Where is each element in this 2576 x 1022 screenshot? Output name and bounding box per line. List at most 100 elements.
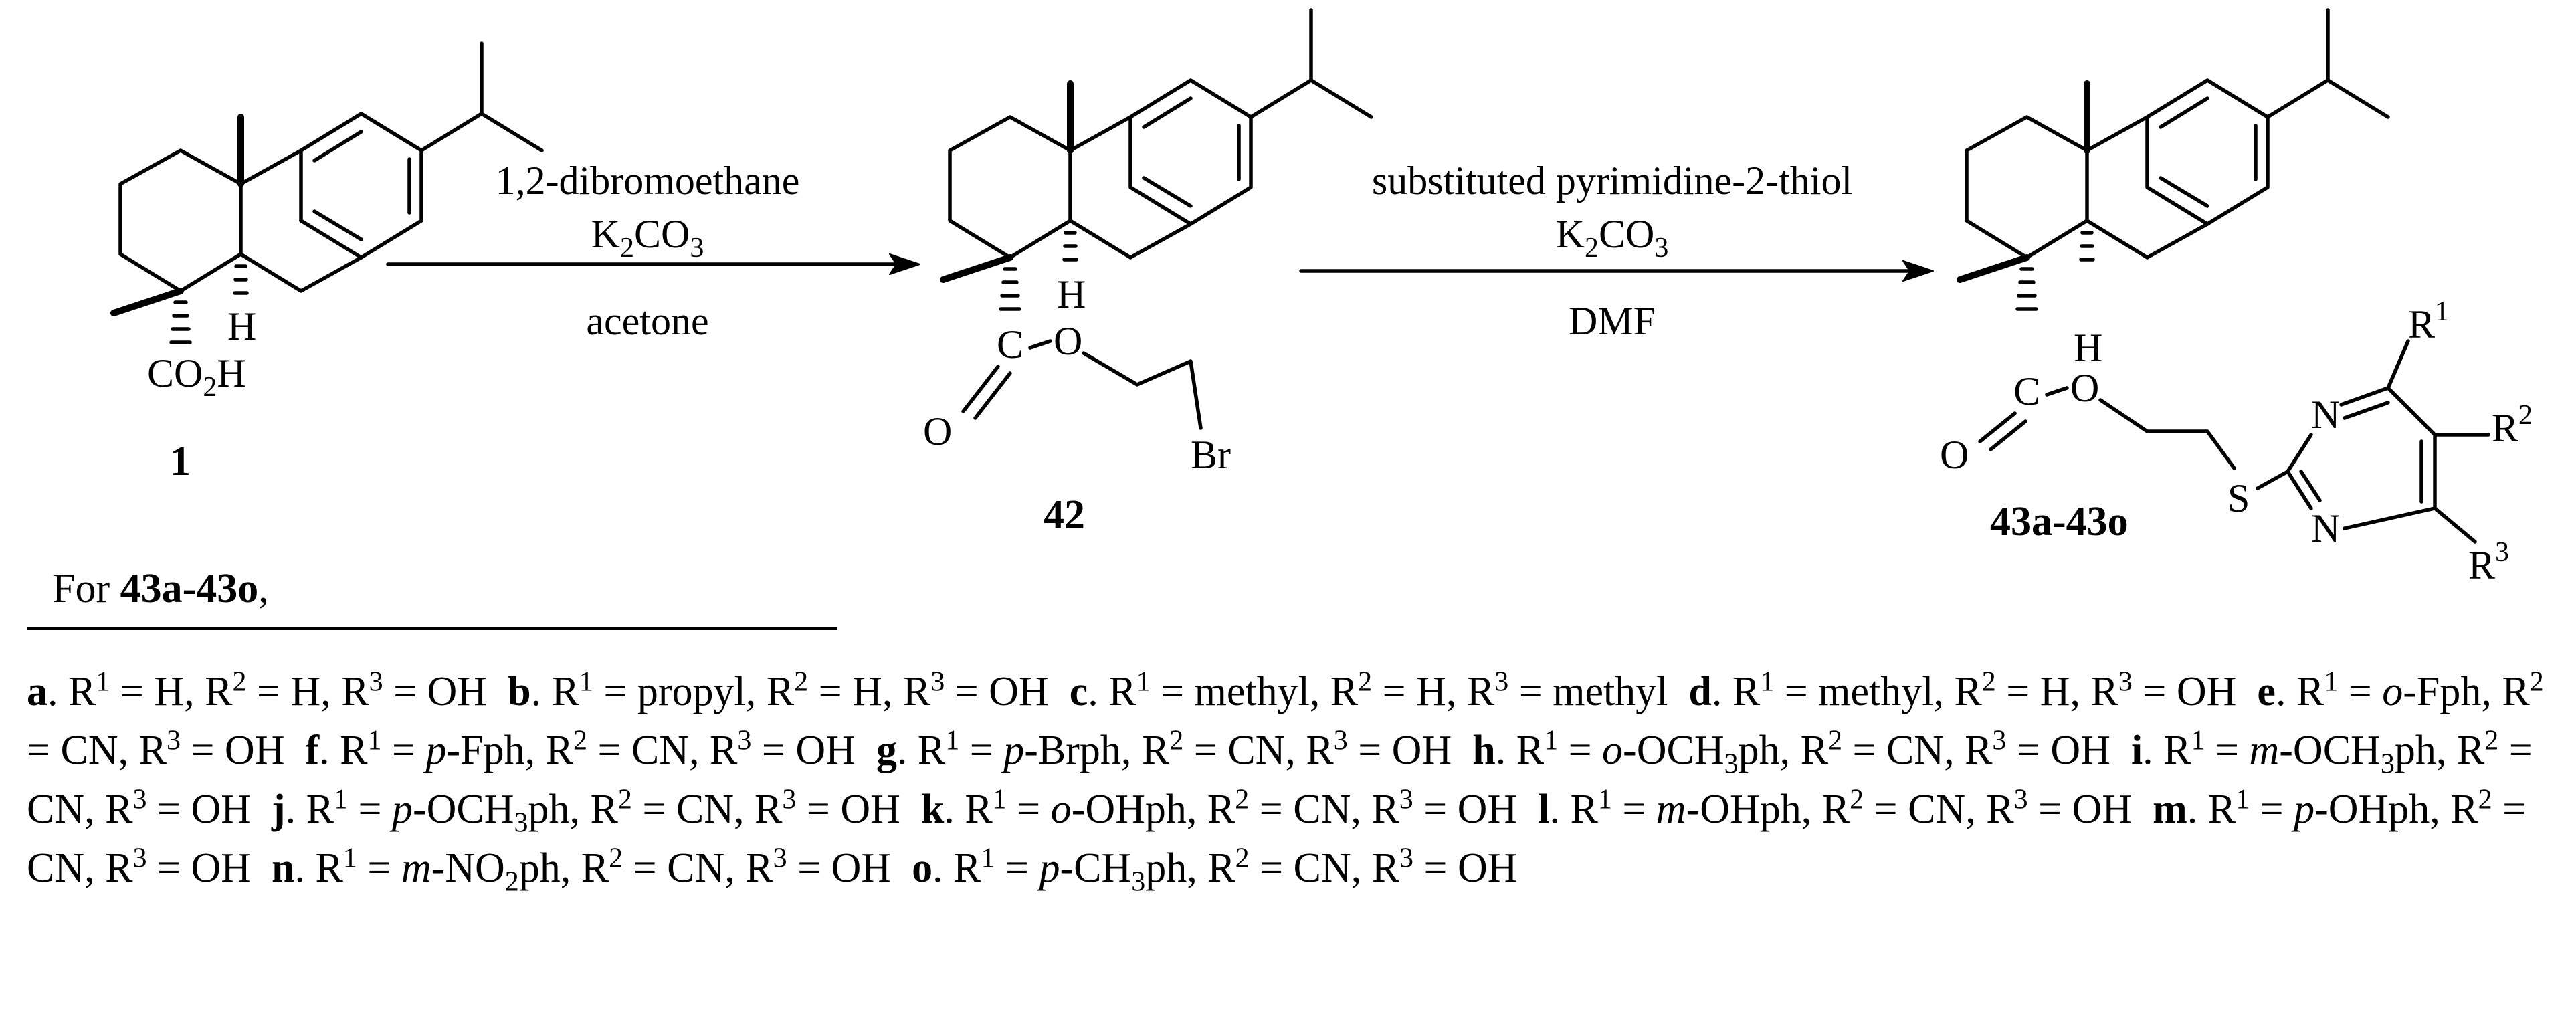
c43-pyr-c6-c5 [2386,386,2437,437]
legend-letter: l [1538,787,1550,832]
c42-co-double-1 [961,365,1000,413]
step1-base: K2CO3 [591,212,704,264]
step1-reagent: 1,2-dibromoethane [496,159,800,203]
c42-c-o-bond [1028,339,1052,350]
legend-letter: k [920,787,945,832]
c1-aromatic-ring [299,112,423,260]
legend-letter: e [2257,669,2276,714]
c42-ethyl-chain [1082,351,1203,430]
c43-aromatic-ring [2145,78,2270,226]
c42-co-double-2 [973,371,1012,420]
c1-co2h-label: CO2H [147,351,246,403]
c43-n1-label: N [2311,393,2340,437]
c42-c-label: C [997,322,1023,367]
c43-aromatic-double-1 [2159,96,2209,129]
legend-letter: b [508,669,531,714]
legend-letter: c [1069,669,1088,714]
legend-letter: f [305,728,320,773]
c43-pyr-c2-n3 [2286,470,2313,510]
c42-aromatic-double-3 [1142,176,1193,208]
legend-entry-l: l. R1 = m-OHph, R2 = CN, R3 = OH [1538,784,2133,832]
legend-letter: g [876,728,897,773]
c43-left-ring [1965,115,2089,260]
legend-entry-d: d. R1 = methyl, R2 = H, R3 = OH [1688,666,2237,714]
c1-hashed-h [233,264,249,295]
c43-r1-label: R1 [2408,296,2449,346]
legend-entry-e: e. R1 = o-Fph, R2 = CN, R3 = OH [27,666,2544,773]
legend-entry-j: j. R1 = p-OCH3ph, R2 = CN, R3 = OH [272,784,900,839]
c42-h-label: H [1057,272,1086,316]
reaction-scheme: H CO2H 1 1,2-dibromoethane K2CO3 acetone [110,8,2533,587]
legend-entry-m: m. R1 = p-OHph, R2 = CN, R3 = OH [27,784,2527,891]
c43-pyr-n1-c6-double [2343,401,2390,420]
c43-c-label: C [2013,369,2040,413]
c42-aromatic-ring [1128,78,1253,226]
c43-gem-methyl [1957,254,2030,283]
legend-entry-f: f. R1 = p-Fph, R2 = CN, R3 = OH [305,725,856,773]
compound-label-1: 1 [170,439,191,484]
legend-letter: d [1688,669,1712,714]
legend-letter: j [272,787,286,832]
legend-entry-g: g. R1 = p-Brph, R2 = CN, R3 = OH [876,725,1452,773]
c43-isopropyl-right [2326,78,2390,119]
legend-letter: o [912,845,933,891]
legend-entry-o: o. R1 = p-CH3ph, R2 = CN, R3 = OH [912,843,1518,898]
c43-hashed-h [2079,231,2095,262]
reaction-arrow-1 [386,253,920,275]
c1-aromatic-double-3 [312,209,363,241]
c43-pyr-c2-n1 [2286,433,2313,474]
substituent-legend: a. R1 = H, R2 = H, R3 = OH b. R1 = propy… [27,662,2555,898]
legend-entry-c: c. R1 = methyl, R2 = H, R3 = methyl [1069,666,1668,714]
c43-pyr-n1-c6 [2339,386,2390,407]
c1-gem-methyl [110,288,184,316]
c43-pyr-c4-n3 [2343,506,2437,530]
c42-o-label: O [1054,319,1082,363]
c43-s-label: S [2227,476,2250,520]
step2-solvent: DMF [1569,299,1656,343]
c1-h-label: H [227,304,256,348]
structure-compound-42: H C O O Br 42 [923,8,1373,538]
c43-r2-label: R2 [2492,400,2533,450]
legend-letter: h [1472,728,1496,773]
c43-s-pyrimidine-bond [2256,470,2290,490]
c43-isopropyl-bond [2266,78,2330,119]
legend-letter: n [272,845,295,891]
structure-compound-1: H CO2H 1 [110,41,544,484]
c43-carbonyl-o: O [1940,433,1969,477]
compound-label-43: 43a-43o [1990,499,2128,544]
c1-isopropyl-bond [419,112,484,152]
c43-r3-label: R3 [2468,537,2509,587]
c43-ethyl-chain [2098,398,2236,470]
c43-pyr-c2-n3-double [2299,470,2322,502]
legend-entry-i: i. R1 = m-OCH3ph, R2 = CN, R3 = OH [27,725,2533,832]
c43-hashed-ester [2015,267,2038,311]
c42-carbonyl-o: O [923,409,952,453]
legend-letter: a [27,669,47,714]
c42-gem-methyl [940,254,1013,283]
c1-left-ring [118,148,243,293]
c42-aromatic-double-1 [1142,96,1193,129]
legend-intro: For 43a-43o, [52,566,269,611]
legend-letter: i [2131,728,2143,773]
c43-co-double-2 [1989,419,2027,451]
c43-h-label: H [2074,326,2102,370]
c43-co-double-1 [1978,411,2017,443]
reaction-arrow-2 [1299,260,1934,282]
c1-hashed-bond [169,300,192,344]
legend-entry-n: n. R1 = m-NO2ph, R2 = CN, R3 = OH [272,843,892,898]
c42-isopropyl-bond [1249,78,1313,119]
legend-entry-k: k. R1 = o-OHph, R2 = CN, R3 = OH [920,784,1518,832]
c42-left-ring [948,115,1072,260]
structure-compound-43: H C O O S N N R1 R2 R3 43a-43o [1940,8,2533,587]
c42-isopropyl-right [1309,78,1373,119]
c43-r1-bond [2386,339,2410,390]
c42-br-label: Br [1191,433,1231,477]
legend-entry-b: b. R1 = propyl, R2 = H, R3 = OH [508,666,1049,714]
c1-isopropyl-right [480,112,544,152]
step1-solvent: acetone [586,299,708,343]
compound-label-42: 42 [1044,492,1085,538]
c43-r3-bond [2433,506,2477,544]
c43-aromatic-double-3 [2159,176,2209,208]
legend-entry-a: a. R1 = H, R2 = H, R3 = OH [27,666,488,714]
legend-letter: m [2153,787,2187,832]
